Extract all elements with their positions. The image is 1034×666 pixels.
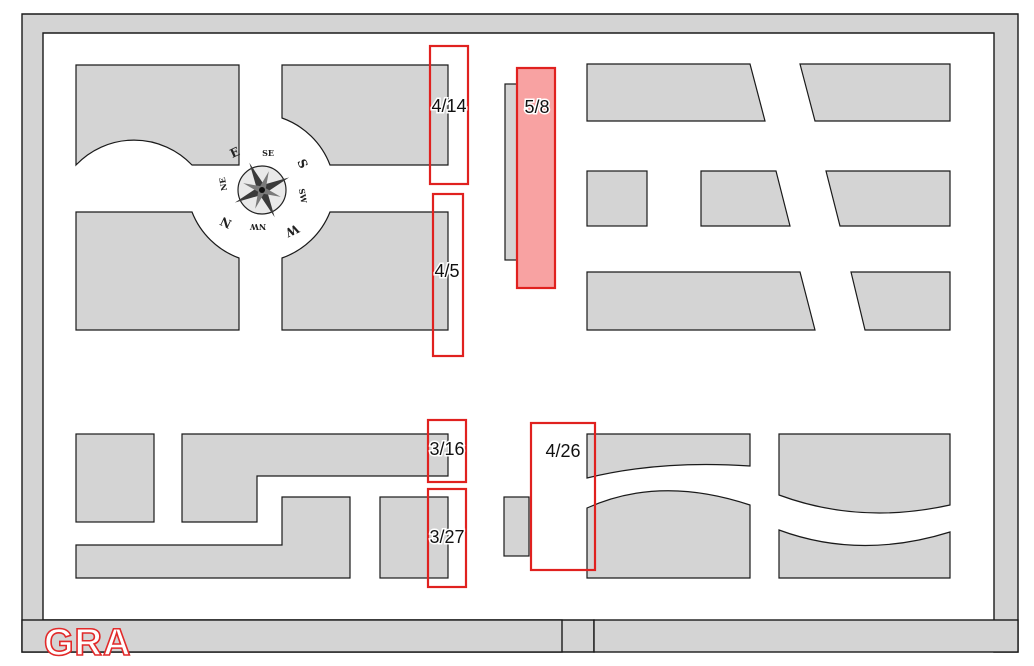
zone-4-5[interactable] xyxy=(431,192,465,358)
block-plaza-sw xyxy=(75,211,240,331)
boundary-wall-lower-right xyxy=(593,619,1019,653)
block-l2 xyxy=(181,433,449,523)
zone-4-14[interactable] xyxy=(428,44,470,186)
block-plaza-nw xyxy=(75,64,240,167)
zone-5-8[interactable] xyxy=(515,66,557,290)
zone-label-4-5: 4/5 xyxy=(434,261,459,281)
block-r3a xyxy=(586,271,816,331)
compass-letter-sw: SW xyxy=(297,188,310,205)
compass-letter-nw: NW xyxy=(249,222,266,232)
block-plaza-se xyxy=(281,211,449,331)
compass-letter-w: W xyxy=(283,221,303,240)
zone-4-26[interactable] xyxy=(529,421,597,572)
block-r1b xyxy=(799,63,951,122)
watermark-logo: GRA xyxy=(43,621,132,665)
block-r2b xyxy=(700,170,791,227)
block-plaza-ne xyxy=(281,64,449,166)
block-r2c xyxy=(825,170,951,227)
compass-letter-ne: NE xyxy=(217,177,229,192)
block-r3b xyxy=(850,271,951,331)
block-l4 xyxy=(379,496,449,579)
compass-rose: E SE S SW W NW N NE xyxy=(217,144,311,240)
block-c4 xyxy=(778,529,951,579)
compass-letter-s: S xyxy=(294,157,310,171)
block-l3 xyxy=(75,496,351,579)
block-c2 xyxy=(586,490,751,579)
zone-3-27[interactable] xyxy=(426,487,468,589)
zone-label-4-26: 4/26 xyxy=(545,441,580,461)
compass-center xyxy=(259,187,265,193)
block-l1 xyxy=(75,433,155,523)
block-c1 xyxy=(586,433,751,479)
zone-3-16[interactable] xyxy=(426,418,468,484)
zone-label-3-27: 3/27 xyxy=(429,527,464,547)
boundary-wall-lower-left xyxy=(21,619,563,653)
block-c3 xyxy=(778,433,951,514)
block-r1a xyxy=(586,63,766,122)
block-small-center xyxy=(503,496,530,557)
zone-label-4-14: 4/14 xyxy=(431,96,466,116)
block-r2a xyxy=(586,170,648,227)
compass-letter-se: SE xyxy=(262,148,274,158)
zone-label-3-16: 3/16 xyxy=(429,439,464,459)
compass-letter-n: N xyxy=(218,214,234,231)
zone-label-5-8: 5/8 xyxy=(524,97,549,117)
